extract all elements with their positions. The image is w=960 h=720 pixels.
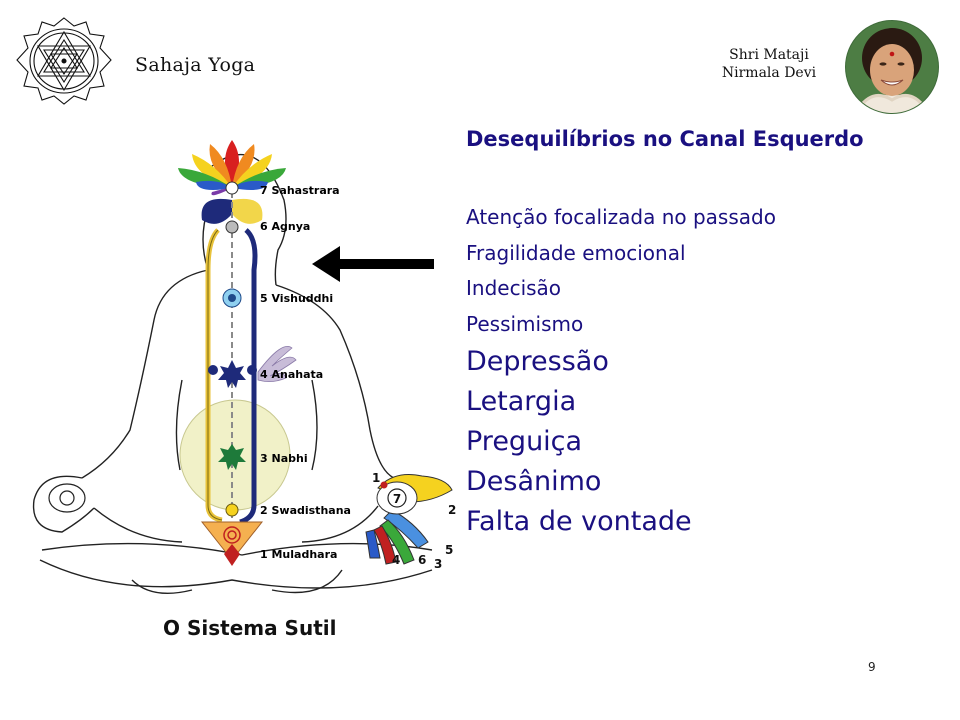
list-item: Fragilidade emocional	[466, 240, 686, 265]
list-item: Depressão	[466, 346, 609, 377]
imbalance-list: Atenção focalizada no passado Fragilidad…	[466, 200, 946, 542]
subtle-system-diagram: 7 Sahastrara 6 Agnya 5 Vishuddhi 4 Anaha…	[32, 140, 456, 595]
chakra-label-1: 1 Muladhara	[260, 548, 337, 561]
finger-number-5: 5	[445, 543, 453, 557]
chakra-agnya	[225, 220, 239, 234]
agnya-right-petal	[232, 198, 263, 224]
chakra-muladhara	[200, 521, 264, 566]
chakra-anahata	[208, 360, 257, 388]
finger-number-6: 6	[418, 553, 426, 567]
left-channel	[239, 228, 258, 525]
list-item: Atenção focalizada no passado	[466, 205, 776, 229]
author-line-1: Shri Mataji	[729, 47, 809, 63]
portrait-photo	[845, 20, 939, 114]
page-number: 9	[868, 660, 876, 674]
chakra-label-4: 4 Anahata	[260, 368, 323, 381]
author-name: Shri Mataji Nirmala Devi	[700, 46, 838, 82]
diagram-caption: O Sistema Sutil	[163, 616, 337, 640]
left-hand	[48, 483, 86, 513]
left-arrow-icon	[312, 246, 434, 282]
chakra-sahastrara	[225, 181, 239, 195]
list-item: Desânimo	[466, 466, 602, 497]
chakra-label-6: 6 Agnya	[260, 220, 310, 233]
list-item: Preguiça	[466, 426, 583, 457]
list-item: Falta de vontade	[466, 506, 692, 537]
slide-title: Desequilíbrios no Canal Esquerdo	[466, 127, 864, 151]
hand-center-number: 7	[393, 492, 401, 506]
author-line-2: Nirmala Devi	[721, 65, 817, 81]
agnya-left-petal	[201, 198, 232, 224]
chakra-label-2: 2 Swadisthana	[260, 504, 351, 517]
wing-decoration	[257, 346, 297, 382]
finger-number-2: 2	[448, 503, 456, 517]
chakra-vishuddhi	[222, 288, 242, 308]
chakra-swadisthana	[225, 503, 239, 517]
list-item: Pessimismo	[466, 311, 584, 336]
finger-number-1: 1	[372, 471, 380, 485]
chakra-label-5: 5 Vishuddhi	[260, 292, 333, 305]
list-item: Indecisão	[466, 276, 562, 300]
right-channel-edge	[207, 229, 223, 521]
finger-number-3: 3	[434, 557, 442, 571]
brand-title: Sahaja Yoga	[135, 54, 256, 76]
lotus-icon	[178, 140, 286, 196]
chakra-nabhi	[218, 444, 246, 470]
list-item: Letargia	[466, 386, 577, 417]
chakra-label-3: 3 Nabhi	[260, 452, 308, 465]
chakra-label-7: 7 Sahastrara	[260, 184, 340, 197]
finger-number-4: 4	[392, 553, 400, 567]
right-hand-fingers	[365, 474, 453, 565]
sri-yantra-logo	[16, 17, 112, 105]
